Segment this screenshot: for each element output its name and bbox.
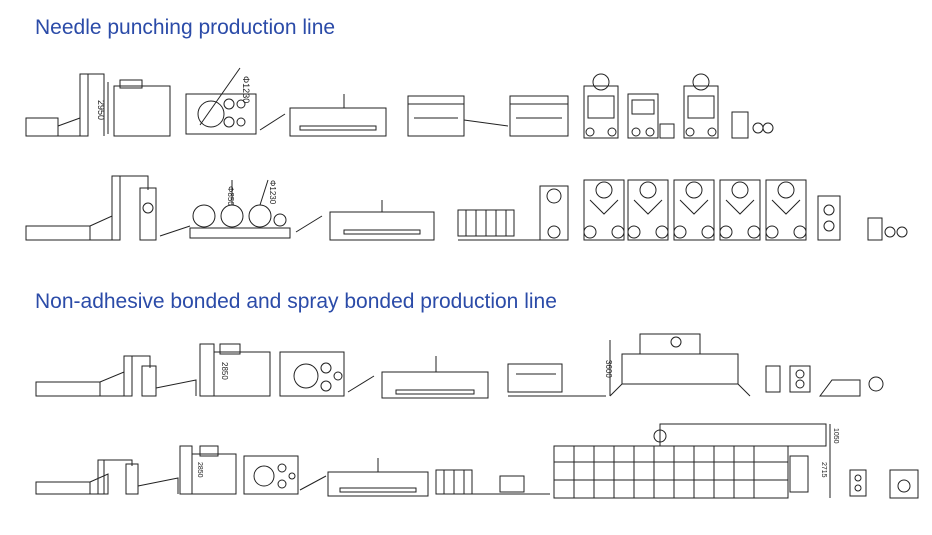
row3-hopper: 2850 (199, 343, 271, 397)
row1-double-needle-loom-1 (583, 73, 619, 139)
row2-feeder (457, 209, 540, 241)
row3-cutter (765, 365, 811, 393)
row2-cylinder-dim-b: Φ1230 (268, 180, 277, 205)
row3-height-dim: 2850 (220, 362, 229, 380)
row4-spray-bonded-line: 2850 (35, 423, 919, 499)
row1-needle-loom (509, 95, 569, 137)
row2-winder (867, 217, 908, 241)
row2-lapper (329, 200, 435, 241)
row1-needle-line: 2950 Φ1230 (25, 67, 774, 139)
row4-oven-height-dim-b: 1050 (832, 428, 839, 444)
section-title-needle-punching: Needle punching production line (35, 16, 336, 39)
row3-winder (819, 376, 884, 397)
row3-oven: 3600 (604, 333, 751, 397)
row4-oven: 2715 1050 (553, 423, 839, 499)
row4-feeder (435, 469, 550, 495)
row4-hopper: 2850 (179, 445, 237, 495)
row3-spray-bonded-line: 2850 3600 (35, 333, 884, 399)
row4-oven-height-dim-a: 2715 (820, 462, 827, 478)
row1-carding-machine: Φ1230 (185, 67, 257, 135)
row1-hopper: 2950 (96, 79, 171, 137)
row2-cylinder-dim-a: Φ850 (226, 186, 235, 206)
row2-cutter (817, 195, 841, 241)
row1-double-needle-loom-3 (683, 73, 719, 139)
row1-height-dim: 2950 (96, 100, 106, 120)
row2-bale-opener (25, 175, 157, 241)
row3-bale-opener (35, 355, 197, 397)
row1-bale-opener (25, 73, 105, 137)
row3-oven-height-dim: 3600 (604, 360, 613, 378)
row4-height-dim: 2850 (196, 462, 203, 478)
row4-lapper (327, 458, 429, 497)
row3-lapper (381, 356, 489, 399)
row2-needle-line: Φ850 Φ1230 (25, 175, 908, 241)
row4-cutter (849, 469, 867, 497)
section-title-spray-bonded: Non-adhesive bonded and spray bonded pro… (35, 290, 557, 313)
row3-feeder (507, 363, 606, 397)
row4-bale-opener (35, 459, 179, 495)
row2-carding-machine: Φ850 Φ1230 (189, 179, 291, 239)
row1-pre-needle-loom (407, 95, 465, 137)
row1-needle-loom-2 (627, 93, 675, 139)
row1-winder (731, 111, 774, 139)
row1-cylinder-dim: Φ1230 (241, 76, 251, 103)
row2-needle-looms (539, 179, 807, 241)
row3-carding-machine (279, 351, 345, 397)
row4-winder (889, 469, 919, 499)
row4-carding-machine (243, 455, 299, 495)
row1-lapper (289, 94, 387, 137)
